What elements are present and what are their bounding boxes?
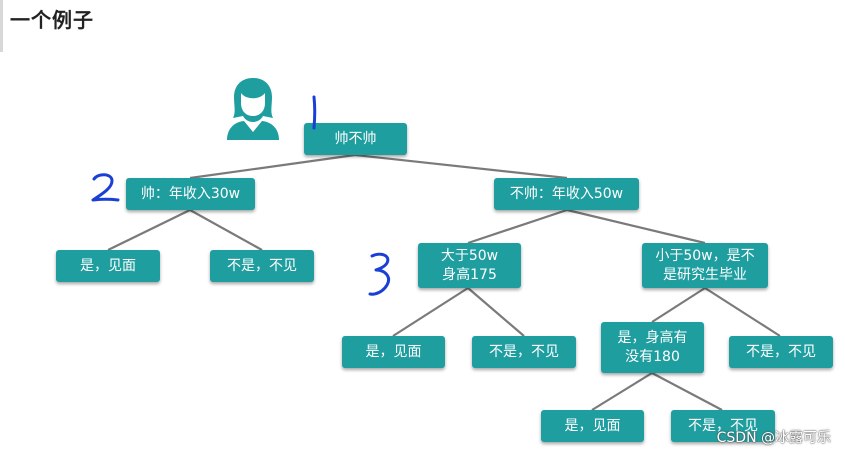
edge-not-handsome-above50 (467, 208, 568, 245)
node-root: 帅不帅 (304, 123, 407, 155)
annotation-three (368, 252, 391, 296)
node-below50-mid: 是，身高有 没有180 (601, 322, 704, 373)
edge-handsome-no (189, 209, 263, 251)
edge-root-handsome (189, 153, 356, 180)
title-accent-bar (0, 0, 3, 52)
female-person-icon (227, 78, 279, 140)
edge-mid-yes (591, 372, 653, 411)
node-handsome: 帅：年收入30w (126, 178, 255, 210)
node-above50: 大于50w 身高175 (418, 243, 521, 288)
edge-above50-no (467, 287, 525, 337)
edge-above50-yes (392, 287, 469, 337)
edge-below50-no (704, 287, 781, 337)
node-below50-no: 不是，不见 (729, 336, 833, 368)
node-above50-no: 不是，不见 (472, 336, 576, 368)
slide-title: 一个例子 (10, 8, 94, 32)
edge-not-handsome-below50 (566, 208, 706, 245)
edge-below50-mid (651, 287, 706, 323)
node-above50-yes: 是，见面 (342, 336, 445, 368)
annotation-one (312, 95, 317, 130)
edge-mid-no (651, 372, 723, 411)
node-mid-yes: 是，见面 (541, 410, 644, 442)
edge-handsome-yes (107, 209, 191, 251)
node-handsome-yes: 是，见面 (56, 250, 160, 282)
annotation-two (91, 173, 120, 202)
node-not-handsome: 不帅：年收入50w (494, 178, 639, 210)
node-mid-no: 不是，不见 (671, 410, 775, 442)
edge-root-not-handsome (354, 153, 568, 180)
node-below50: 小于50w，是不 是研究生毕业 (642, 243, 768, 288)
node-handsome-no: 不是，不见 (210, 250, 314, 282)
watermark: CSDN @冰露可乐 (716, 430, 831, 446)
